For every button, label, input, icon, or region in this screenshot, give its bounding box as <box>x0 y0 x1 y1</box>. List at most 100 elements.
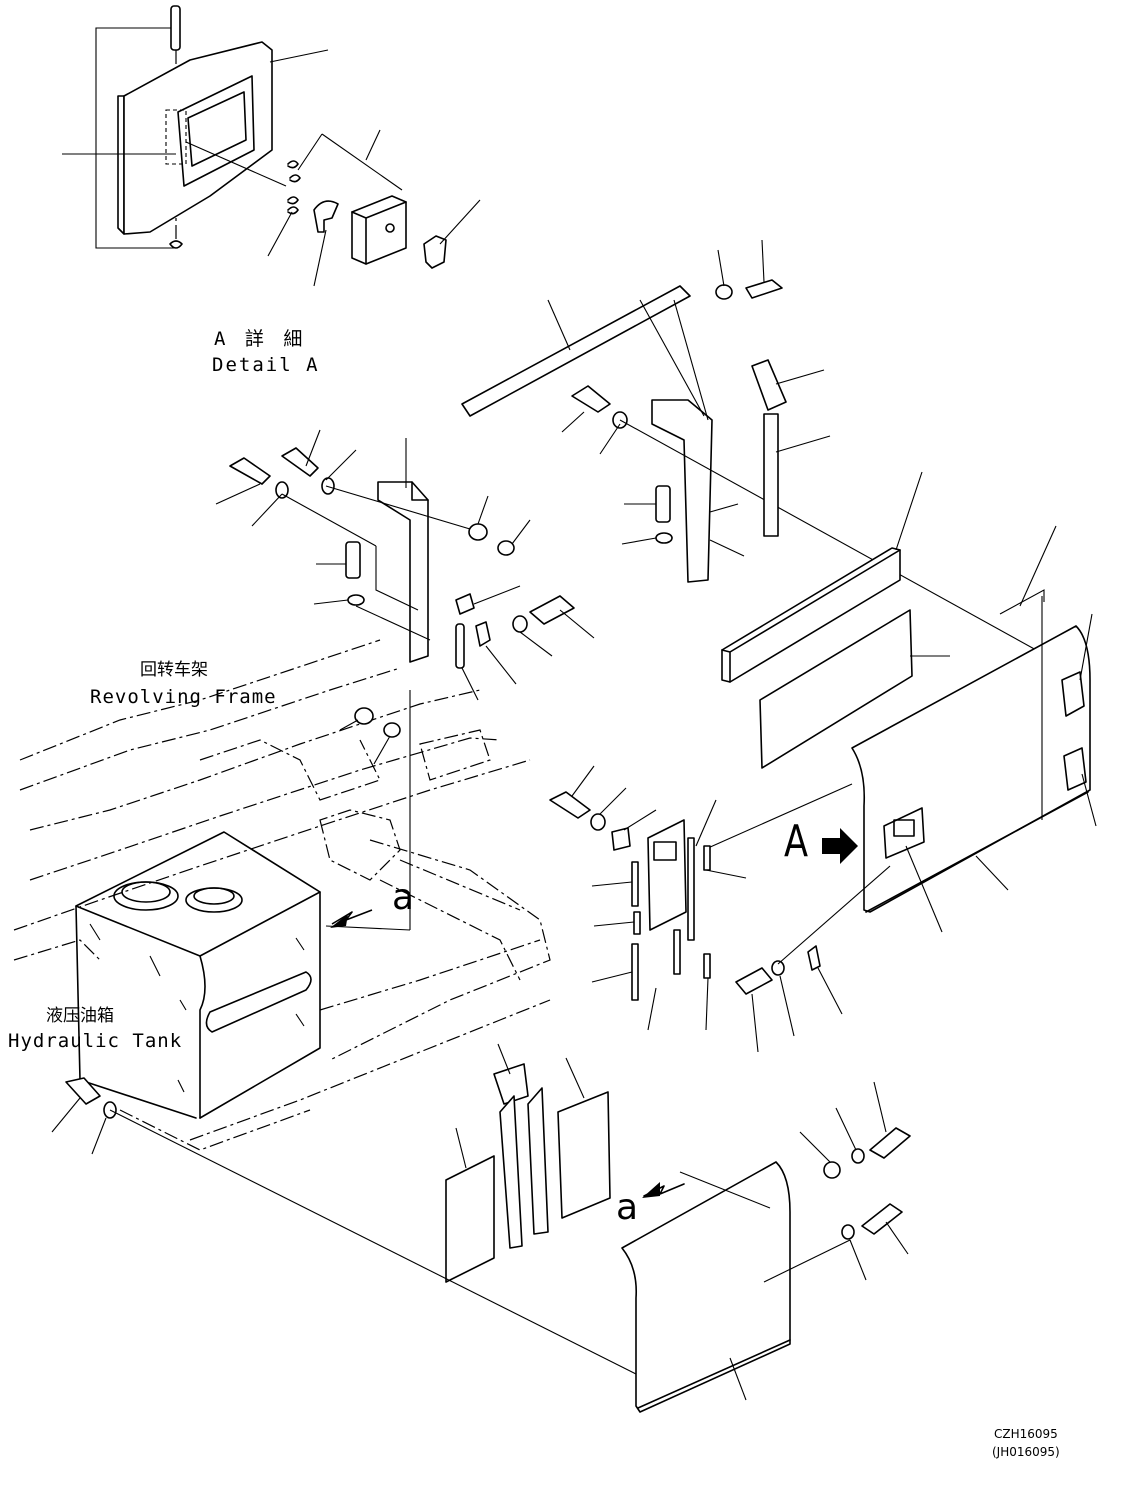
striker-plate <box>611 827 631 851</box>
leader-line <box>705 869 747 879</box>
seal-part <box>499 1095 523 1249</box>
leader-line <box>751 993 759 1053</box>
leader-line <box>709 503 739 513</box>
leader-line <box>477 495 489 525</box>
pin-part <box>170 5 181 51</box>
lock-window-inner <box>187 91 247 167</box>
leader-line <box>593 921 635 927</box>
frame-line <box>199 739 381 801</box>
frame-line <box>13 759 531 931</box>
frame-line <box>29 689 481 831</box>
lower-door-group <box>51 1043 911 1413</box>
frame-line <box>119 1109 311 1151</box>
lock-inner <box>893 819 915 837</box>
seal-part <box>763 413 779 537</box>
leader-line <box>761 239 765 283</box>
leader-line <box>647 987 657 1031</box>
leader-line <box>547 299 571 351</box>
clip-part <box>169 240 183 249</box>
leader-line <box>373 735 391 765</box>
arrow-head <box>642 1182 660 1198</box>
bolt-part <box>281 447 319 477</box>
frame-line <box>19 639 381 761</box>
bracket-edge <box>411 481 429 501</box>
tank-cap-1-inner <box>121 881 171 903</box>
leader-line <box>267 211 293 257</box>
leader-line <box>571 765 595 797</box>
frame-line <box>29 737 501 881</box>
leader-line <box>497 1043 511 1075</box>
bolt-part <box>745 279 783 299</box>
tank-right <box>199 891 321 1119</box>
bolt-part <box>529 595 575 625</box>
leader-line <box>775 435 831 453</box>
tank-top <box>75 831 321 957</box>
leader-line <box>885 1221 909 1255</box>
drawing-number: CZH16095 <box>994 1427 1058 1441</box>
nut-part <box>468 523 488 541</box>
washer-part <box>655 532 673 544</box>
leader-line <box>1079 613 1093 681</box>
spring-part <box>287 160 301 215</box>
lock-plate-part <box>123 41 273 235</box>
leader-line <box>673 299 709 421</box>
leader-line <box>679 1171 771 1209</box>
leader-line <box>621 537 657 545</box>
tank-sight-gauge <box>205 971 312 1033</box>
clip-part <box>475 621 491 647</box>
washer-part <box>841 1224 855 1240</box>
leader-line <box>799 1131 831 1163</box>
washer-part <box>590 813 606 831</box>
door-edge-part <box>117 95 125 235</box>
washer-part <box>851 1148 865 1164</box>
leader-line <box>873 1081 887 1133</box>
leader-line <box>339 719 359 731</box>
leader-line <box>707 783 853 849</box>
leader-line <box>305 429 321 467</box>
leader-line <box>109 1109 637 1375</box>
washer-part <box>823 1161 841 1179</box>
detail-a-bracket <box>95 27 178 249</box>
leader-line <box>313 229 327 287</box>
leader-line <box>775 369 825 385</box>
leader-line <box>565 1057 585 1099</box>
tank-details <box>89 923 305 1093</box>
right-door-group <box>549 471 1097 1053</box>
washer-part <box>275 481 289 499</box>
seal-strip <box>703 845 711 871</box>
rod-part <box>999 589 1045 615</box>
leader-line <box>511 519 531 545</box>
leader-line <box>623 809 657 831</box>
stay-bar-part <box>461 285 691 417</box>
cap-part <box>383 722 401 738</box>
leader-line <box>215 483 261 505</box>
leader-line <box>895 471 923 551</box>
leader-line <box>717 249 725 287</box>
plate-part <box>647 819 687 931</box>
revolving-frame-label-en: Revolving Frame <box>90 686 277 708</box>
cover-edges <box>351 201 407 265</box>
bracket-part <box>651 399 713 583</box>
frame-bracket <box>419 729 491 781</box>
seal-strip <box>631 861 639 907</box>
frame-line <box>13 939 101 961</box>
ref-a-lower: a <box>616 1187 639 1228</box>
leader-line <box>591 881 633 887</box>
leader-line <box>297 133 323 171</box>
seal-strip <box>703 953 711 979</box>
leader-line <box>455 1127 467 1169</box>
frame-line <box>379 879 521 981</box>
tank-cap-2 <box>185 887 243 913</box>
tank-cap-2-inner <box>193 887 235 905</box>
leader-line <box>321 133 403 191</box>
leader-line <box>975 855 1009 891</box>
leader-line <box>591 971 633 983</box>
leader-line <box>51 1097 81 1133</box>
leader-line <box>817 967 843 1015</box>
leader-line <box>473 585 521 605</box>
seal-strip <box>633 911 641 935</box>
plate-window <box>653 841 677 861</box>
washer-part <box>347 594 365 606</box>
clip-part <box>807 945 821 971</box>
